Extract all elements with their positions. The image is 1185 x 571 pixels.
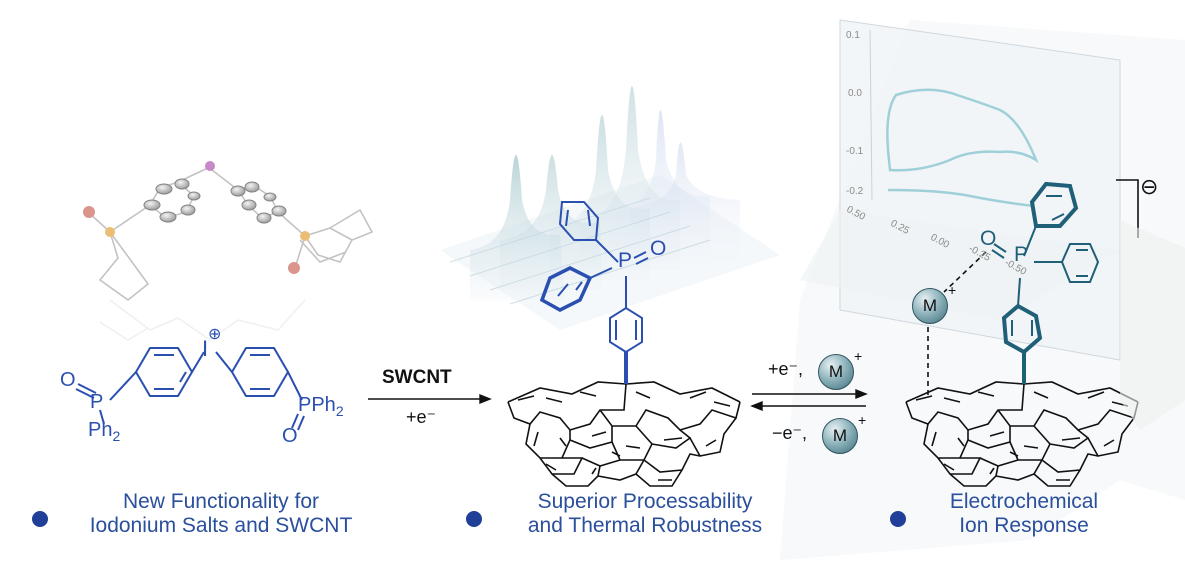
bullet-dot <box>32 511 48 527</box>
caption-middle: Superior Processability and Thermal Robu… <box>490 490 800 538</box>
caption-line: Ion Response <box>959 514 1089 537</box>
crystal-reflection <box>99 299 306 341</box>
pph-label: PPh <box>298 394 336 416</box>
right-p: P <box>1014 243 1029 266</box>
caption-line: Iodonium Salts and SWCNT <box>89 514 353 537</box>
cv-y-tick: -0.2 <box>846 186 864 197</box>
reactant-p-right: PPh2 <box>298 395 344 418</box>
bullet-dot <box>466 511 482 527</box>
equilibrium-arrows <box>750 388 868 412</box>
caption-line: Superior Processability <box>537 490 753 513</box>
ph-label: Ph <box>88 419 113 441</box>
reactant-o-left: O <box>60 369 76 391</box>
caption-left: New Functionality for Iodonium Salts and… <box>56 490 386 538</box>
subscript: 2 <box>112 428 121 444</box>
cv-plot <box>800 19 1121 361</box>
spectra-waterfall <box>440 86 780 330</box>
reactant-iodine: I <box>202 336 209 361</box>
condition-label: +e⁻ <box>406 407 437 427</box>
metal-ion-bound-charge: + <box>948 282 957 298</box>
caption-right: Electrochemical Ion Response <box>914 490 1134 538</box>
middle-p: P <box>618 249 633 272</box>
right-o: O <box>980 227 997 250</box>
iodonium-salt <box>75 347 305 431</box>
reactant-p-left: P <box>90 391 104 413</box>
reaction-arrow <box>368 393 492 405</box>
coordination-bonds <box>927 251 987 398</box>
middle-o: O <box>650 237 667 260</box>
reactant-charge: ⊕ <box>208 326 222 343</box>
reactant-ph2-left: Ph2 <box>88 420 120 443</box>
metal-ion-backward: M <box>822 418 858 454</box>
metal-ion-backward-charge: + <box>858 412 867 428</box>
crystal-structure <box>83 161 374 302</box>
caption-line: and Thermal Robustness <box>527 514 763 537</box>
cv-y-tick: 0.1 <box>846 30 860 41</box>
bullet-dot <box>890 511 906 527</box>
anion-charge: ⊖ <box>1140 174 1159 199</box>
reagent-label: SWCNT <box>382 367 452 388</box>
metal-ion-forward: M <box>818 354 854 390</box>
caption-line: New Functionality for <box>122 490 320 513</box>
subscript: 2 <box>335 403 344 419</box>
background-chevron <box>1120 220 1185 430</box>
cv-y-tick: -0.1 <box>846 146 864 157</box>
metal-ion-forward-charge: + <box>854 348 863 364</box>
swcnt-fragment-middle <box>507 381 741 487</box>
phosphine-oxide-middle <box>539 201 649 354</box>
charge-bracket <box>1116 179 1139 238</box>
caption-line: Electrochemical <box>949 490 1099 513</box>
cv-y-tick: 0.0 <box>848 88 862 99</box>
metal-ion-bound: M <box>912 288 948 324</box>
phosphine-oxide-right <box>991 181 1100 355</box>
reactant-o-right: O <box>282 425 298 447</box>
forward-condition: +e⁻, <box>768 359 804 379</box>
backward-condition: −e⁻, <box>772 423 808 443</box>
